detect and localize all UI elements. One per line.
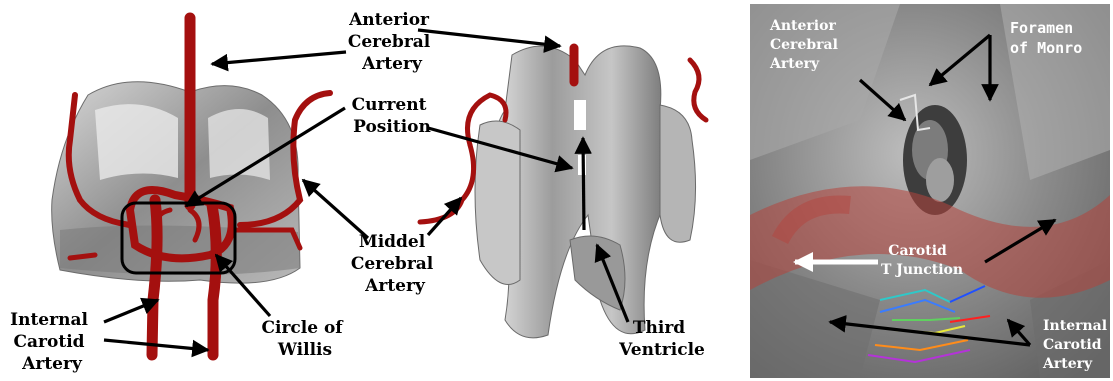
middle-panel [420,46,706,338]
label-internal-carotid-artery: Internal Carotid Artery [10,310,94,374]
label-circle-of-willis: Circle of Willis [261,318,348,360]
label-middle-cerebral-artery: Middel Cerebral Artery [351,232,439,296]
left-panel [52,18,330,355]
left-ventricles-illustration [52,82,300,283]
label-anterior-cerebral-artery: Anterior Cerebral Artery [348,10,436,74]
middle-ventricles-illustration [475,46,696,338]
label-current-position: Current Position [352,95,433,137]
